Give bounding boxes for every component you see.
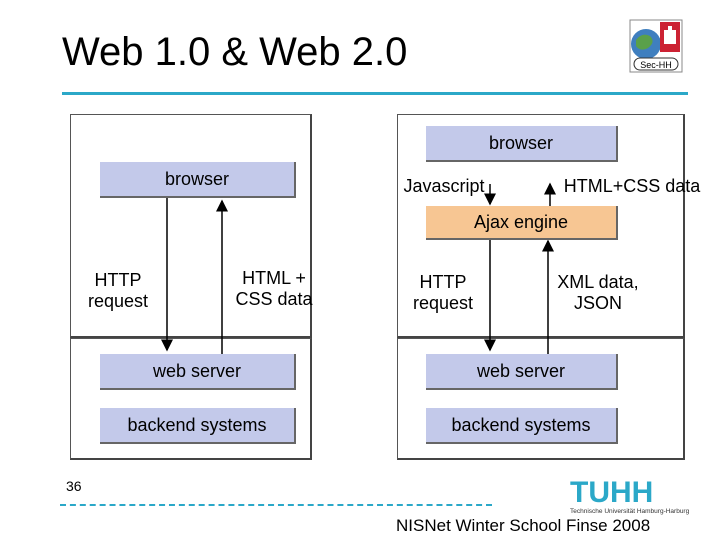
page-number: 36 [66,478,82,494]
page-title: Web 1.0 & Web 2.0 [62,30,408,74]
left-html-css-label: HTML + CSS data [226,268,322,310]
right-web-server-box: web server [426,354,618,390]
tuhh-logo-icon: TUHH Technische Universität Hamburg-Harb… [568,474,692,518]
title-divider [62,92,688,95]
footer-divider [60,504,492,506]
logo-text: Sec-HH [640,60,672,70]
xml-json-label: XML data, JSON [548,272,648,314]
right-browser-box: browser [426,126,618,162]
tuhh-logo: TUHH Technische Universität Hamburg-Harb… [568,474,692,518]
left-http-request-line2: request [87,291,149,311]
right-http-request-line2: request [412,293,474,313]
xml-json-line1: XML data, [557,272,639,292]
tuhh-logo-text: TUHH [570,476,653,509]
left-http-request-label: HTTP request [76,270,160,312]
ajax-engine-box: Ajax engine [426,206,618,240]
left-client-panel [70,114,312,338]
right-http-request-label: HTTP request [402,272,484,314]
xml-json-line2: JSON [573,293,622,313]
right-backend-box: backend systems [426,408,618,444]
right-http-request-line1: HTTP [419,272,467,292]
tuhh-logo-subtitle: Technische Universität Hamburg-Harburg [570,508,690,515]
sec-hh-logo-icon: Sec-HH [629,19,683,73]
left-http-request-line1: HTTP [94,270,142,290]
left-web-server-box: web server [100,354,296,390]
footer-credit: NISNet Winter School Finse 2008 [396,516,651,535]
left-browser-box: browser [100,162,296,198]
left-backend-box: backend systems [100,408,296,444]
javascript-label: Javascript [403,176,485,196]
sec-hh-logo: Sec-HH [628,18,684,74]
html-css-data-label: HTML+CSS data [563,176,701,196]
left-html-css-line1: HTML + [242,268,306,288]
left-html-css-line2: CSS data [235,289,313,309]
